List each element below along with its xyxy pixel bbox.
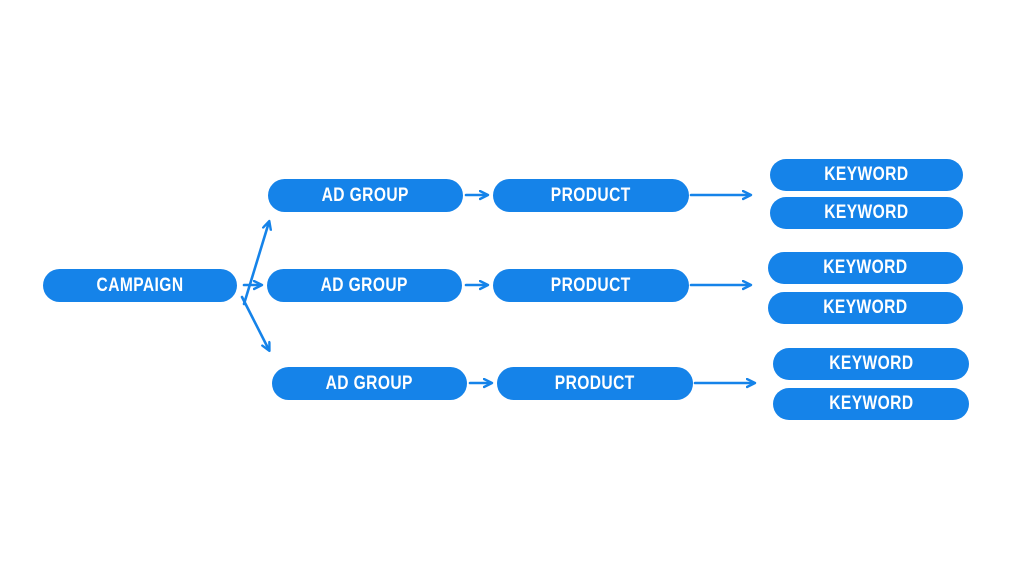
product-node-label: PRODUCT [551,274,631,296]
ad-group-node-label: AD GROUP [320,274,409,296]
keyword-node: KEYWORD [773,348,969,380]
keyword-node: KEYWORD [768,292,963,324]
keyword-node: KEYWORD [770,159,963,191]
campaign-to-adgroup-1-arrow [242,222,269,306]
product-node: PRODUCT [493,269,689,302]
campaign-node: CAMPAIGN [43,269,237,302]
ad-group-node: AD GROUP [272,367,467,400]
ad-group-node-label: AD GROUP [321,184,410,206]
product-node: PRODUCT [493,179,689,212]
keyword-node: KEYWORD [770,197,963,229]
campaign-to-adgroup-3-arrow [240,295,269,350]
keyword-node-label: KEYWORD [823,257,908,278]
product-node-label: PRODUCT [551,184,631,206]
keyword-node-label: KEYWORD [828,353,914,374]
ad-group-node: AD GROUP [268,179,463,212]
keyword-node: KEYWORD [773,388,969,420]
keyword-node-label: KEYWORD [824,202,909,223]
ad-group-node: AD GROUP [267,269,462,302]
keyword-node-label: KEYWORD [828,393,914,414]
product-node-label: PRODUCT [555,372,635,394]
keyword-node: KEYWORD [768,252,963,284]
product-node: PRODUCT [497,367,693,400]
keyword-node-label: KEYWORD [824,164,909,185]
ad-group-node-label: AD GROUP [325,372,414,394]
campaign-node-label: CAMPAIGN [96,274,184,296]
keyword-node-label: KEYWORD [823,297,908,318]
